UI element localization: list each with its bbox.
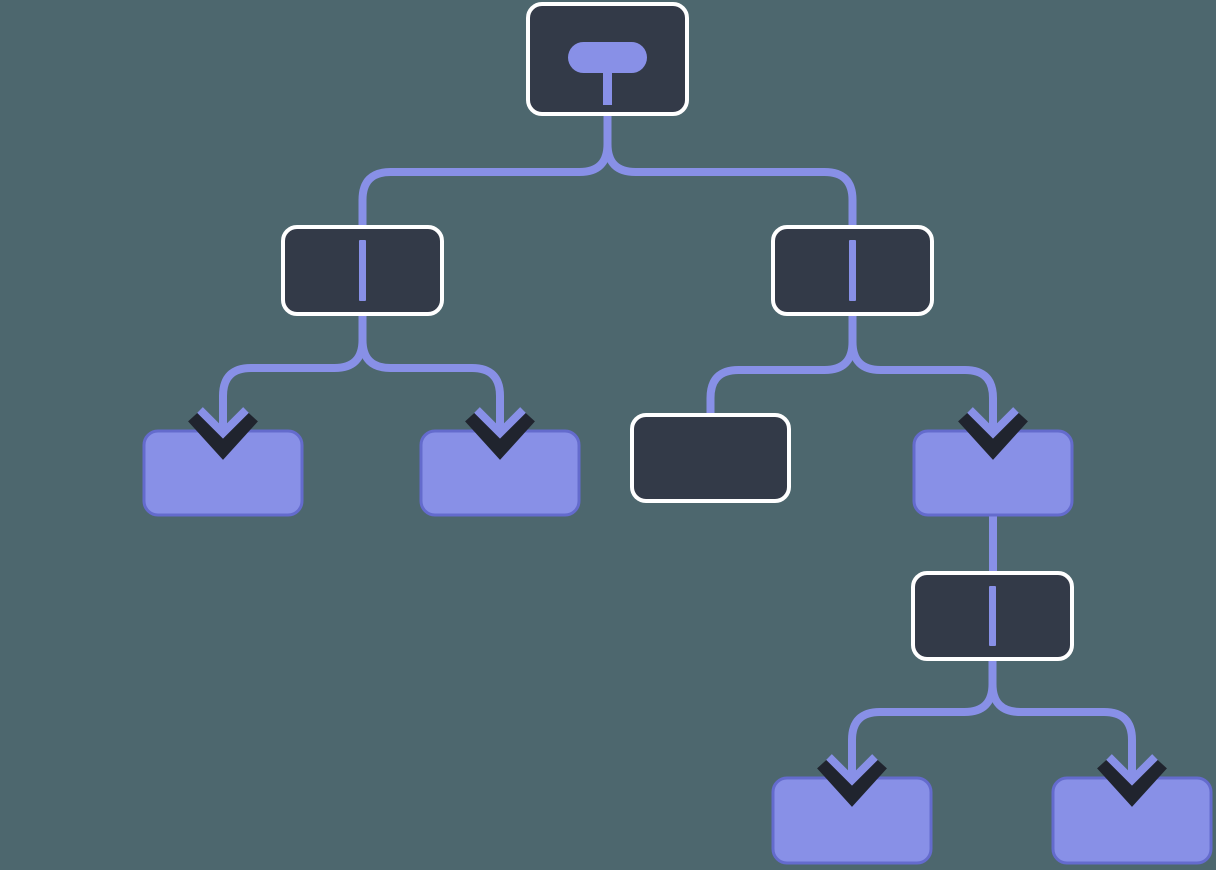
edge-root-to-branch-right xyxy=(603,114,857,231)
edges-layer xyxy=(219,114,1136,782)
arrow-chevron-purple xyxy=(1106,754,1158,786)
arrow-down-icon-leaf-1 xyxy=(188,401,258,460)
arrow-down-icon-leaf-3 xyxy=(817,748,887,807)
arrow-down-icon-leaf-2 xyxy=(465,401,535,460)
node-branch-bottom xyxy=(911,571,1074,661)
pass-through-bar-icon xyxy=(849,240,856,301)
arrow-chevron-purple xyxy=(197,407,249,439)
node-root xyxy=(526,2,689,116)
pass-through-bar-icon xyxy=(989,586,996,646)
edge-branch-bottom-to-leaf-4 xyxy=(988,659,1136,782)
arrow-chevron-purple xyxy=(474,407,526,439)
arrow-chevron-purple xyxy=(826,754,878,786)
node-dark-leaf xyxy=(630,413,791,503)
node-branch-left xyxy=(281,225,444,316)
arrow-chevron-purple xyxy=(967,407,1019,439)
arrow-down-icon-purple-mid xyxy=(958,401,1028,460)
arrow-chevron-black xyxy=(1097,757,1167,807)
root-pill-icon xyxy=(568,42,647,73)
nodes-layer xyxy=(142,2,1213,865)
arrow-chevron-black xyxy=(958,410,1028,460)
arrow-chevron-black xyxy=(817,757,887,807)
edge-branch-right-to-purple-mid xyxy=(848,314,997,435)
root-pill-stem xyxy=(603,57,612,105)
arrows-layer xyxy=(188,401,1167,807)
node-branch-right xyxy=(771,225,934,316)
node-dark-leaf-box[interactable] xyxy=(630,413,791,503)
edge-branch-left-to-leaf-2 xyxy=(358,314,504,435)
pass-through-bar-icon xyxy=(359,240,366,301)
arrow-chevron-black xyxy=(188,410,258,460)
arrow-chevron-black xyxy=(465,410,535,460)
arrow-down-icon-leaf-4 xyxy=(1097,748,1167,807)
